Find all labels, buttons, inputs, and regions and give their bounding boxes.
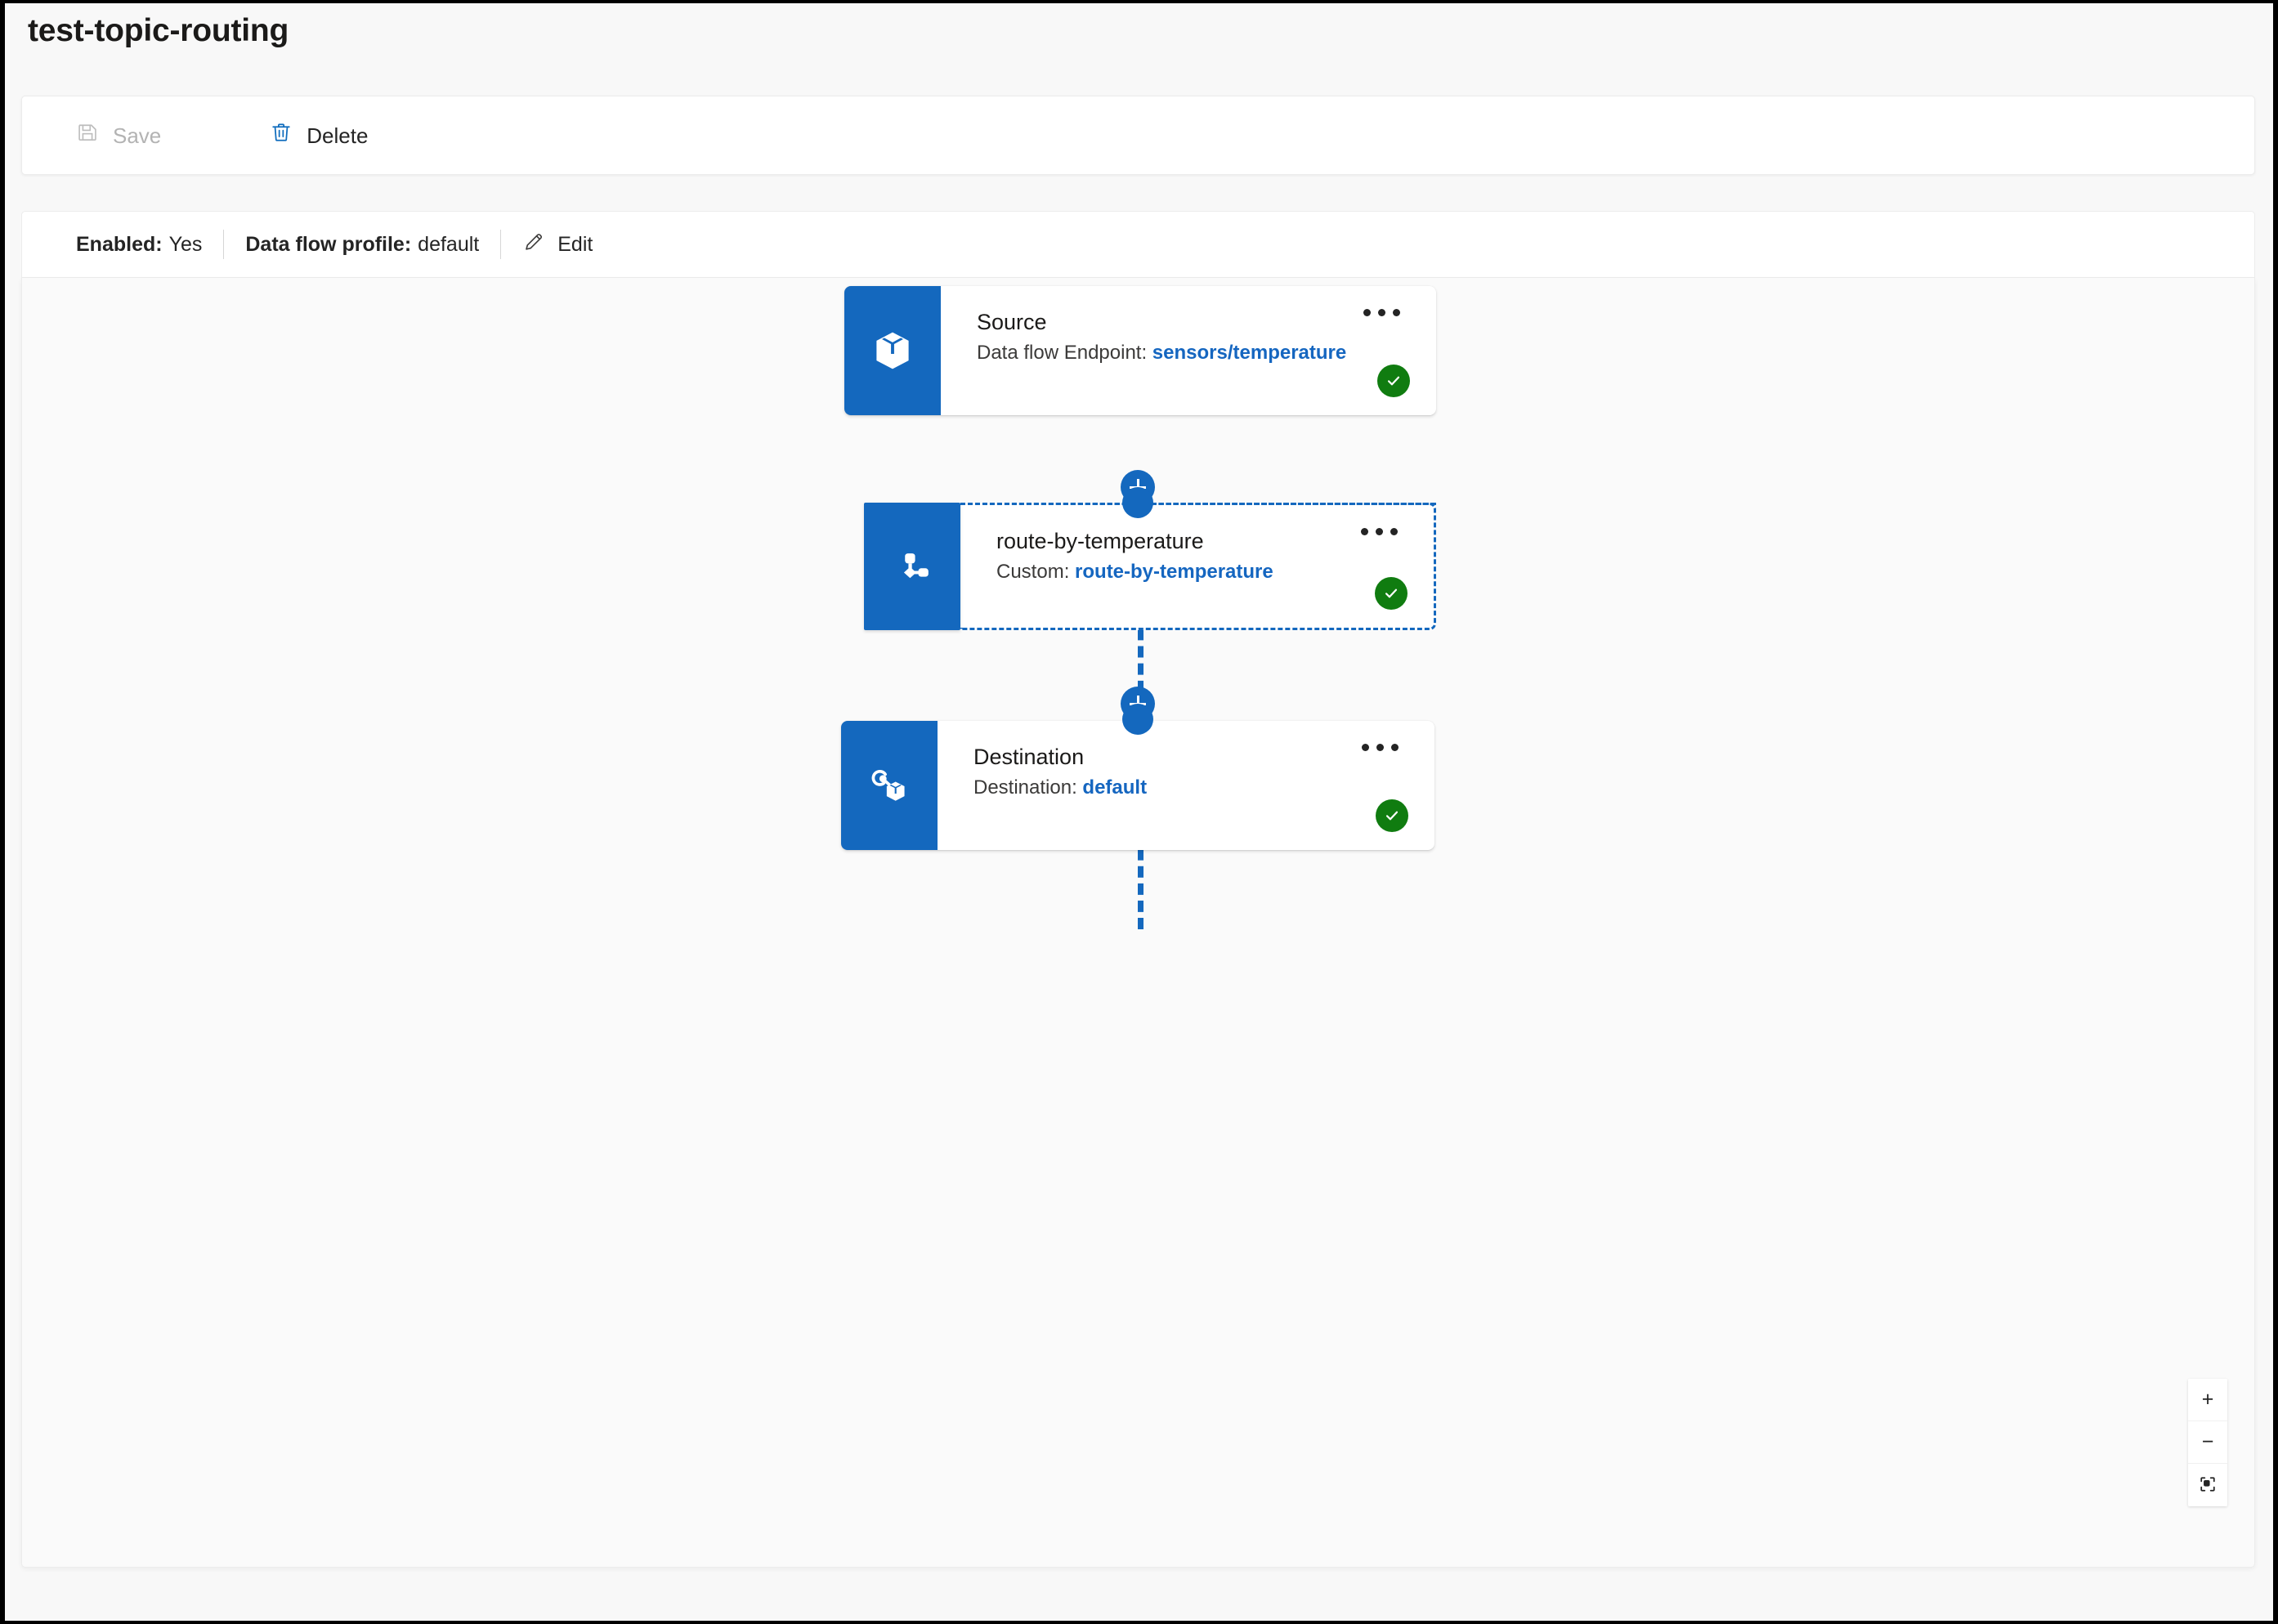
zoom-in-button[interactable]: + xyxy=(2188,1379,2227,1421)
ellipsis-icon xyxy=(1376,744,1384,751)
data-flow-profile: Data flow profile: default xyxy=(245,233,479,257)
node-body: route-by-temperature Custom: route-by-te… xyxy=(960,503,1436,630)
ellipsis-icon xyxy=(1361,528,1368,535)
link-cube-icon xyxy=(841,721,938,850)
divider xyxy=(223,230,225,259)
save-disk-icon xyxy=(76,121,99,150)
enabled-status: Enabled: Yes xyxy=(76,233,202,257)
node-subtitle-label: Destination: xyxy=(973,776,1077,799)
enabled-value: Yes xyxy=(168,232,203,256)
plus-icon: + xyxy=(2201,1388,2214,1411)
status-badge-valid-transform xyxy=(1375,577,1408,610)
node-overflow-menu-source[interactable] xyxy=(1357,302,1407,323)
trash-icon xyxy=(270,121,293,150)
edit-button[interactable]: Edit xyxy=(522,230,593,259)
delete-button[interactable]: Delete xyxy=(258,111,379,160)
flow-node-destination[interactable]: Destination Destination: default xyxy=(841,721,1434,850)
node-subtitle: Data flow Endpoint: sensors/temperature xyxy=(977,340,1436,365)
zoom-out-button[interactable]: − xyxy=(2188,1421,2227,1464)
ellipsis-icon xyxy=(1393,309,1400,316)
cube-box-icon xyxy=(844,286,941,415)
node-overflow-menu-transform[interactable] xyxy=(1354,521,1404,542)
status-badge-valid-destination xyxy=(1376,799,1408,832)
minus-icon: − xyxy=(2201,1430,2214,1453)
command-bar: Save Delete xyxy=(21,96,2255,175)
node-body: Destination Destination: default xyxy=(938,721,1434,850)
pencil-icon xyxy=(522,230,545,259)
delete-button-label: Delete xyxy=(307,123,369,148)
node-subtitle-value[interactable]: sensors/temperature xyxy=(1152,341,1347,364)
flow-canvas[interactable]: Source Data flow Endpoint: sensors/tempe… xyxy=(21,278,2255,1568)
app-frame: test-topic-routing Save xyxy=(5,3,2273,1621)
node-title: route-by-temperature xyxy=(996,529,1204,553)
ellipsis-icon xyxy=(1363,309,1371,316)
divider xyxy=(500,230,502,259)
node-title: Destination xyxy=(973,745,1085,769)
ellipsis-icon xyxy=(1390,528,1398,535)
node-subtitle: Destination: default xyxy=(973,775,1434,800)
node-body: Source Data flow Endpoint: sensors/tempe… xyxy=(941,286,1436,415)
zoom-controls: + − xyxy=(2188,1379,2227,1506)
profile-label: Data flow profile: xyxy=(245,232,412,256)
node-subtitle: Custom: route-by-temperature xyxy=(996,559,1434,584)
edit-button-label: Edit xyxy=(557,232,593,256)
branch-transform-icon xyxy=(864,503,960,630)
node-title: Source xyxy=(977,310,1047,334)
ellipsis-icon xyxy=(1376,528,1383,535)
flow-node-transform[interactable]: route-by-temperature Custom: route-by-te… xyxy=(864,503,1436,630)
fit-to-view-button[interactable] xyxy=(2188,1464,2227,1506)
save-button[interactable]: Save xyxy=(65,111,172,160)
profile-value: default xyxy=(418,232,480,256)
info-bar: Enabled: Yes Data flow profile: default … xyxy=(21,211,2255,278)
flow-node-source[interactable]: Source Data flow Endpoint: sensors/tempe… xyxy=(844,286,1436,415)
ellipsis-icon xyxy=(1378,309,1385,316)
node-subtitle-label: Data flow Endpoint: xyxy=(977,341,1148,364)
node-subtitle-value[interactable]: route-by-temperature xyxy=(1075,560,1273,583)
ellipsis-icon xyxy=(1362,744,1369,751)
connector-endpoint-transform-in xyxy=(1122,487,1153,518)
connector-endpoint-destination-in xyxy=(1122,704,1153,735)
page-title: test-topic-routing xyxy=(28,13,289,48)
status-badge-valid-source xyxy=(1377,365,1410,397)
node-overflow-menu-destination[interactable] xyxy=(1355,737,1405,758)
ellipsis-icon xyxy=(1391,744,1399,751)
node-subtitle-value[interactable]: default xyxy=(1082,776,1148,799)
save-button-label: Save xyxy=(113,123,162,148)
fit-to-view-icon xyxy=(2199,1475,2217,1496)
enabled-label: Enabled: xyxy=(76,232,163,256)
node-subtitle-label: Custom: xyxy=(996,560,1070,583)
